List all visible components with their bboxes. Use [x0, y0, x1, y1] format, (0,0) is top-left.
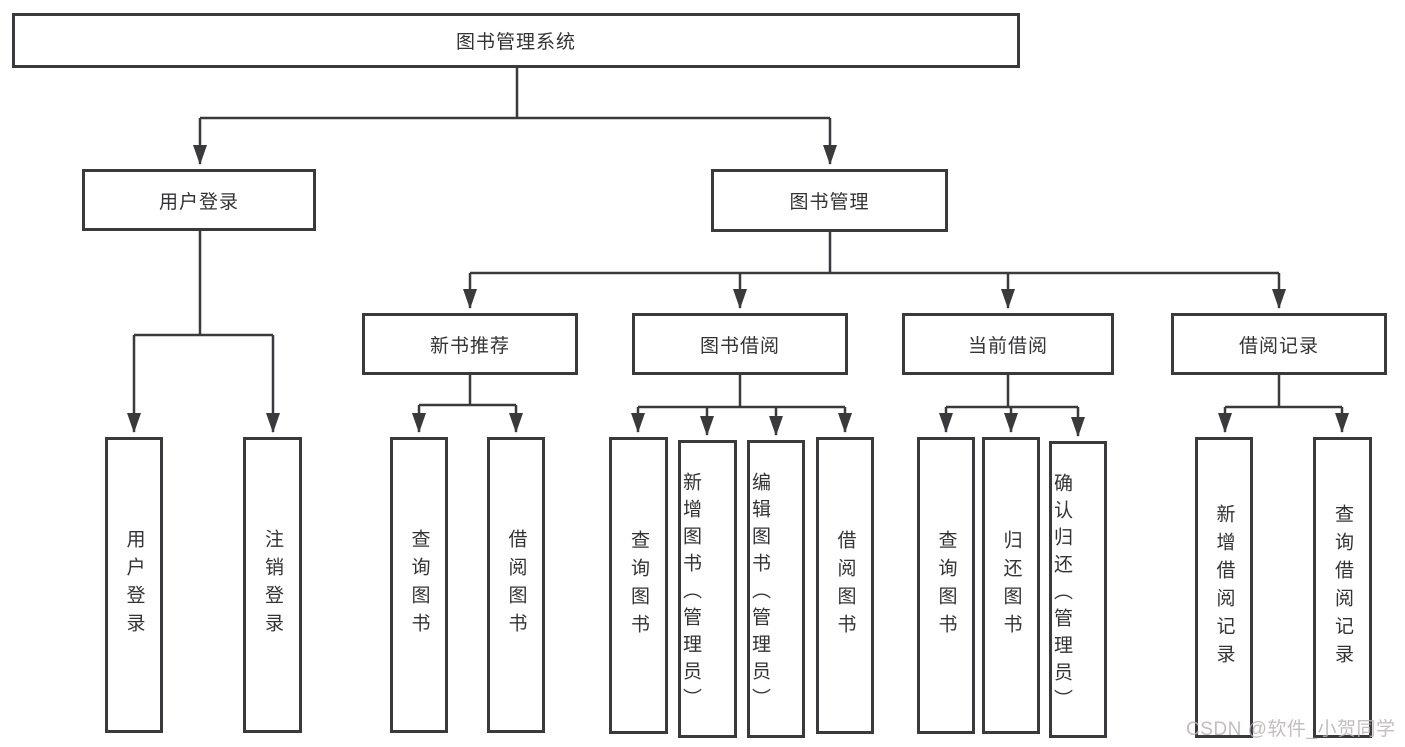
node-book-management: 图书管理	[711, 169, 948, 232]
leaf-user-login: 用户登录	[105, 437, 163, 733]
leaf-return-books-label: 归还图书	[1000, 529, 1022, 642]
leaf-borrow-books-recommend: 借阅图书	[487, 437, 545, 733]
leaf-user-login-label: 用户登录	[123, 529, 145, 641]
node-borrow-records-label: 借阅记录	[1238, 335, 1319, 357]
leaf-borrow-books-label: 借阅图书	[834, 529, 856, 642]
node-current-borrow-label: 当前借阅	[967, 335, 1048, 357]
leaf-query-books-current: 查询图书	[917, 437, 975, 734]
leaf-borrow-books: 借阅图书	[816, 437, 874, 734]
leaf-add-borrow-record-label: 新增借阅记录	[1213, 503, 1235, 672]
leaf-return-books: 归还图书	[982, 437, 1040, 734]
node-user-login-group-label: 用户登录	[158, 191, 239, 213]
leaf-query-books-borrow-label: 查询图书	[628, 529, 649, 642]
leaf-edit-books-admin: 编辑图书（管理员）	[747, 440, 805, 738]
leaf-query-borrow-record: 查询借阅记录	[1313, 437, 1372, 738]
leaf-borrow-books-recommend-label: 借阅图书	[505, 529, 527, 641]
leaf-confirm-return-admin-label: 确认归还（管理员）	[1051, 472, 1072, 716]
leaf-add-books-admin: 新增图书（管理员）	[678, 440, 737, 738]
leaf-query-books-recommend-label: 查询图书	[408, 529, 430, 641]
leaf-query-books-current-label: 查询图书	[935, 529, 957, 642]
leaf-add-borrow-record: 新增借阅记录	[1195, 437, 1253, 738]
node-user-login-group: 用户登录	[82, 169, 316, 231]
node-new-book-recommend: 新书推荐	[362, 313, 578, 375]
leaf-confirm-return-admin: 确认归还（管理员）	[1049, 441, 1107, 738]
node-book-borrow: 图书借阅	[632, 313, 848, 375]
node-new-book-recommend-label: 新书推荐	[429, 335, 510, 357]
leaf-query-books-borrow: 查询图书	[609, 437, 668, 734]
node-book-management-label: 图书管理	[789, 192, 870, 213]
leaf-add-books-admin-label: 新增图书（管理员）	[680, 472, 701, 715]
node-borrow-records: 借阅记录	[1171, 313, 1387, 375]
csdn-watermark: CSDN @软件_小贺同学	[1186, 719, 1396, 740]
node-current-borrow: 当前借阅	[902, 313, 1114, 375]
leaf-query-books-recommend: 查询图书	[390, 437, 448, 733]
node-book-borrow-label: 图书借阅	[699, 335, 780, 357]
node-root-system: 图书管理系统	[12, 13, 1020, 68]
leaf-query-borrow-record-label: 查询借阅记录	[1332, 503, 1353, 672]
leaf-edit-books-admin-label: 编辑图书（管理员）	[749, 472, 770, 715]
leaf-logout-label: 注销登录	[262, 529, 283, 641]
leaf-logout: 注销登录	[243, 437, 302, 733]
node-root-label: 图书管理系统	[455, 32, 576, 53]
